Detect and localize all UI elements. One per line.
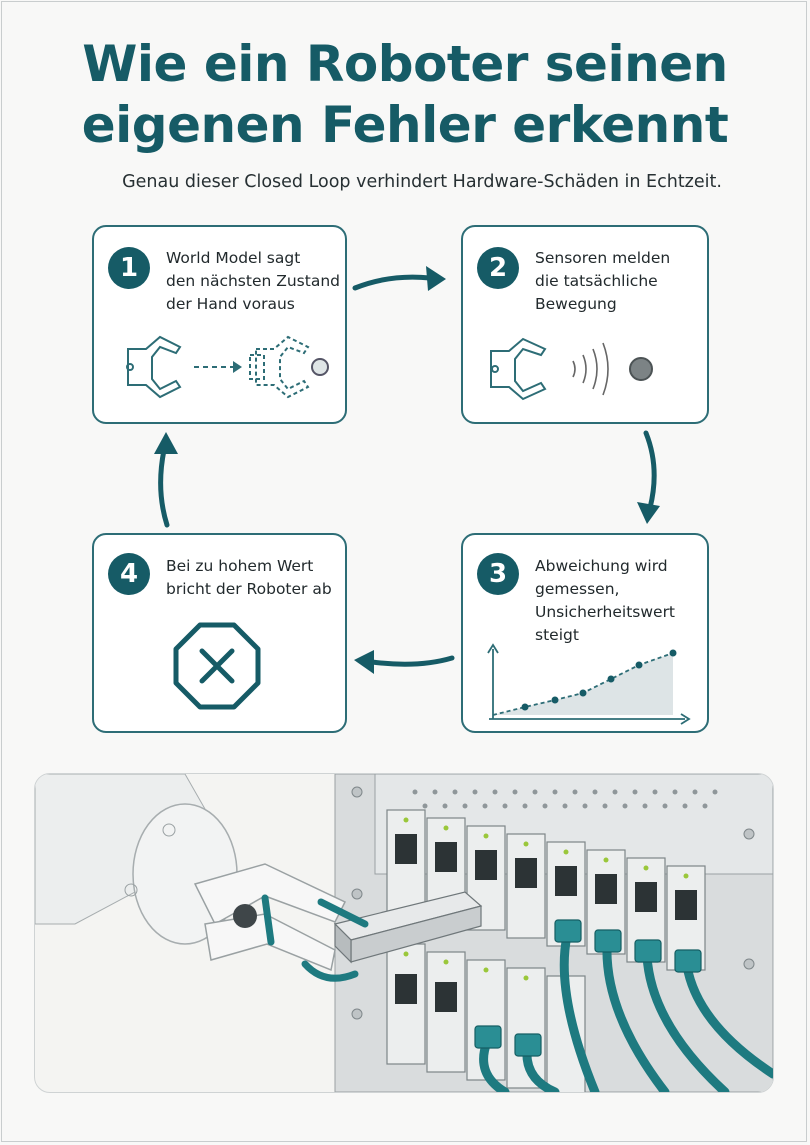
title-line-1: Wie ein Roboter seinen xyxy=(82,35,728,93)
step-text: World Model sagt den nächsten Zustand de… xyxy=(166,247,340,316)
page-title: Wie ein Roboter seinen eigenen Fehler er… xyxy=(0,34,810,156)
step-text-line: die tatsächliche xyxy=(535,272,658,290)
step-number-badge: 4 xyxy=(108,553,150,595)
step-text-line: der Hand voraus xyxy=(166,295,295,313)
step-text: Bei zu hohem Wert bricht der Roboter ab xyxy=(166,555,332,601)
gripper-sensor-icon xyxy=(490,337,653,401)
step-text-line: gemessen, xyxy=(535,580,620,598)
step-text-line: Sensoren melden xyxy=(535,249,671,267)
step-text: Abweichung wird gemessen, Unsicherheitsw… xyxy=(535,555,675,647)
step-text-line: World Model sagt xyxy=(166,249,301,267)
title-line-2: eigenen Fehler erkennt xyxy=(81,96,729,154)
robot-arm-inserting-transceiver-illustration xyxy=(34,773,774,1093)
step-text-line: Bewegung xyxy=(535,295,617,313)
step-card-1: 1 World Model sagt den nächsten Zustand … xyxy=(92,225,347,424)
step-card-3: 3 Abweichung wird gemessen, Unsicherheit… xyxy=(461,533,709,733)
step-number-badge: 1 xyxy=(108,247,150,289)
rising-chart-icon xyxy=(487,643,691,725)
page-subtitle: Genau dieser Closed Loop verhindert Hard… xyxy=(122,172,722,192)
step-number-badge: 2 xyxy=(477,247,519,289)
step-text-line: steigt xyxy=(535,626,579,644)
gripper-prediction-icon xyxy=(126,335,329,399)
step-number-badge: 3 xyxy=(477,553,519,595)
step-text-line: Abweichung wird xyxy=(535,557,668,575)
step-text-line: Bei zu hohem Wert xyxy=(166,557,314,575)
step-text-line: bricht der Roboter ab xyxy=(166,580,332,598)
stop-x-icon xyxy=(173,622,261,710)
step-text-line: Unsicherheitswert xyxy=(535,603,676,621)
step-card-4: 4 Bei zu hohem Wert bricht der Roboter a… xyxy=(92,533,347,733)
step-card-2: 2 Sensoren melden die tatsächliche Beweg… xyxy=(461,225,709,424)
step-text: Sensoren melden die tatsächliche Bewegun… xyxy=(535,247,670,316)
step-text-line: den nächsten Zustand xyxy=(166,272,340,290)
